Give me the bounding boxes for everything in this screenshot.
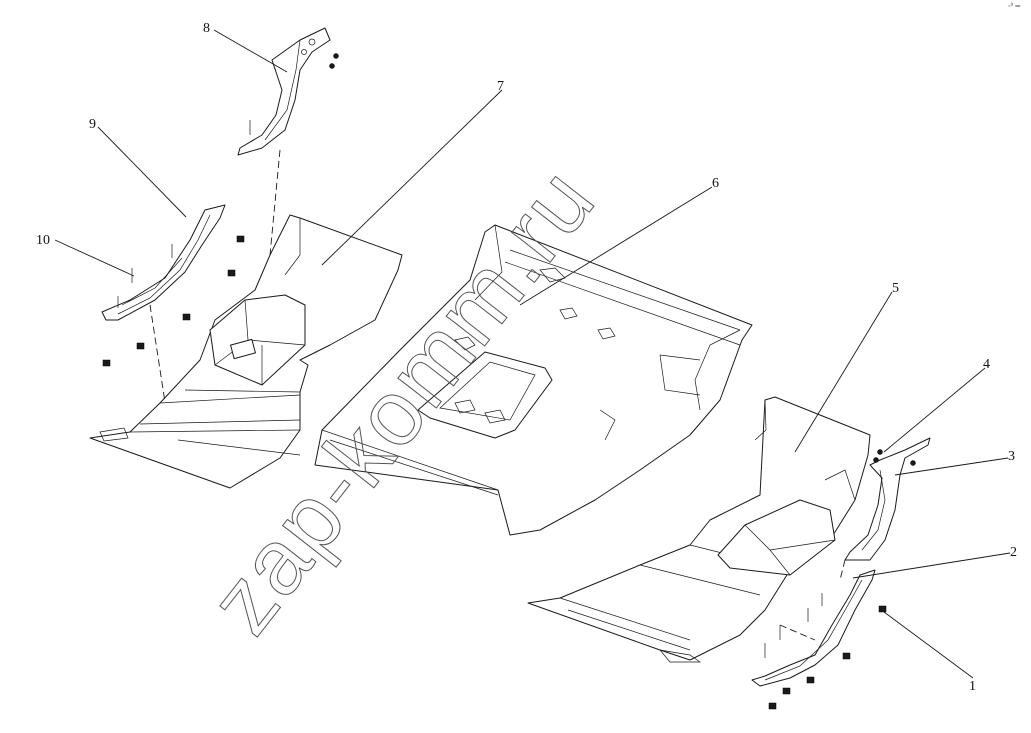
left-floor-carpet [89, 214, 403, 489]
trim-pillar-right [844, 437, 931, 561]
right-floor-carpet [527, 396, 871, 663]
trim-pillar-left [237, 27, 331, 156]
callout-1: 1 [969, 679, 976, 694]
callout-5: 5 [892, 281, 899, 296]
corner-mark: ◦⁰ ═ [1008, 2, 1020, 10]
callout-7: 7 [497, 79, 504, 94]
callout-4: 4 [983, 357, 990, 372]
center-floor-carpet [314, 224, 753, 536]
leader-lines [54, 29, 1011, 679]
trim-sill-right [751, 569, 876, 687]
fastener-clips [102, 53, 916, 710]
trim-sill-left [101, 204, 226, 321]
callout-9: 9 [89, 117, 96, 132]
callout-labels: 1 2 3 4 5 6 7 8 9 10 [36, 21, 1017, 694]
callout-3: 3 [1008, 449, 1015, 464]
callout-10: 10 [36, 233, 50, 248]
callout-8: 8 [203, 21, 210, 36]
assembly-lines [149, 149, 846, 641]
callout-2: 2 [1010, 545, 1017, 560]
callout-6: 6 [712, 176, 719, 191]
